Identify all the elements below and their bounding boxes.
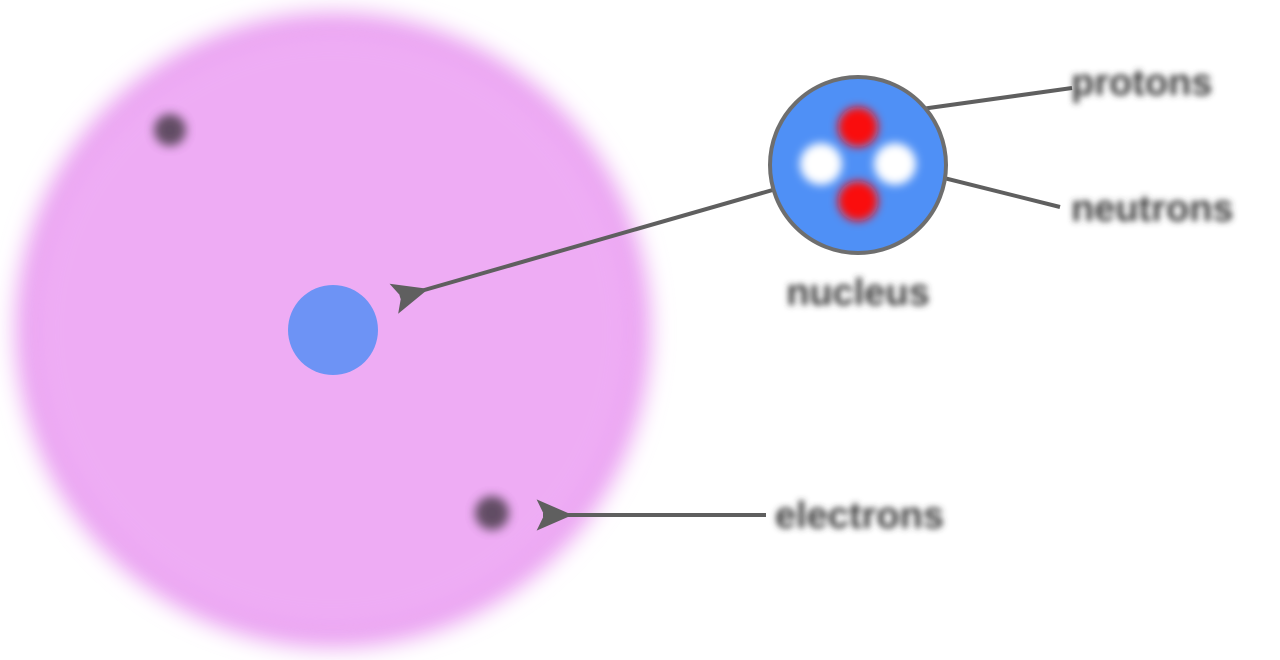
arrow-nucleus-callout (389, 183, 791, 314)
nucleus-detail-circle (768, 75, 948, 255)
electron-lower-right (475, 496, 509, 530)
neutron-right (874, 143, 916, 185)
atom-nucleus (288, 285, 378, 375)
nucleus-detail-group (768, 75, 948, 255)
electron-upper-left (154, 114, 186, 146)
electrons-group (154, 114, 509, 530)
label-neutrons: neutrons (1071, 188, 1234, 230)
proton-top (838, 107, 878, 147)
arrows-group (389, 86, 1073, 531)
labels-group: protons neutrons nucleus electrons (775, 62, 1234, 537)
label-nucleus: nucleus (786, 272, 930, 314)
neutron-left (800, 143, 842, 185)
label-protons: protons (1071, 62, 1212, 104)
label-electrons: electrons (775, 495, 944, 537)
arrow-protons (891, 86, 1073, 129)
proton-bottom (838, 181, 878, 221)
